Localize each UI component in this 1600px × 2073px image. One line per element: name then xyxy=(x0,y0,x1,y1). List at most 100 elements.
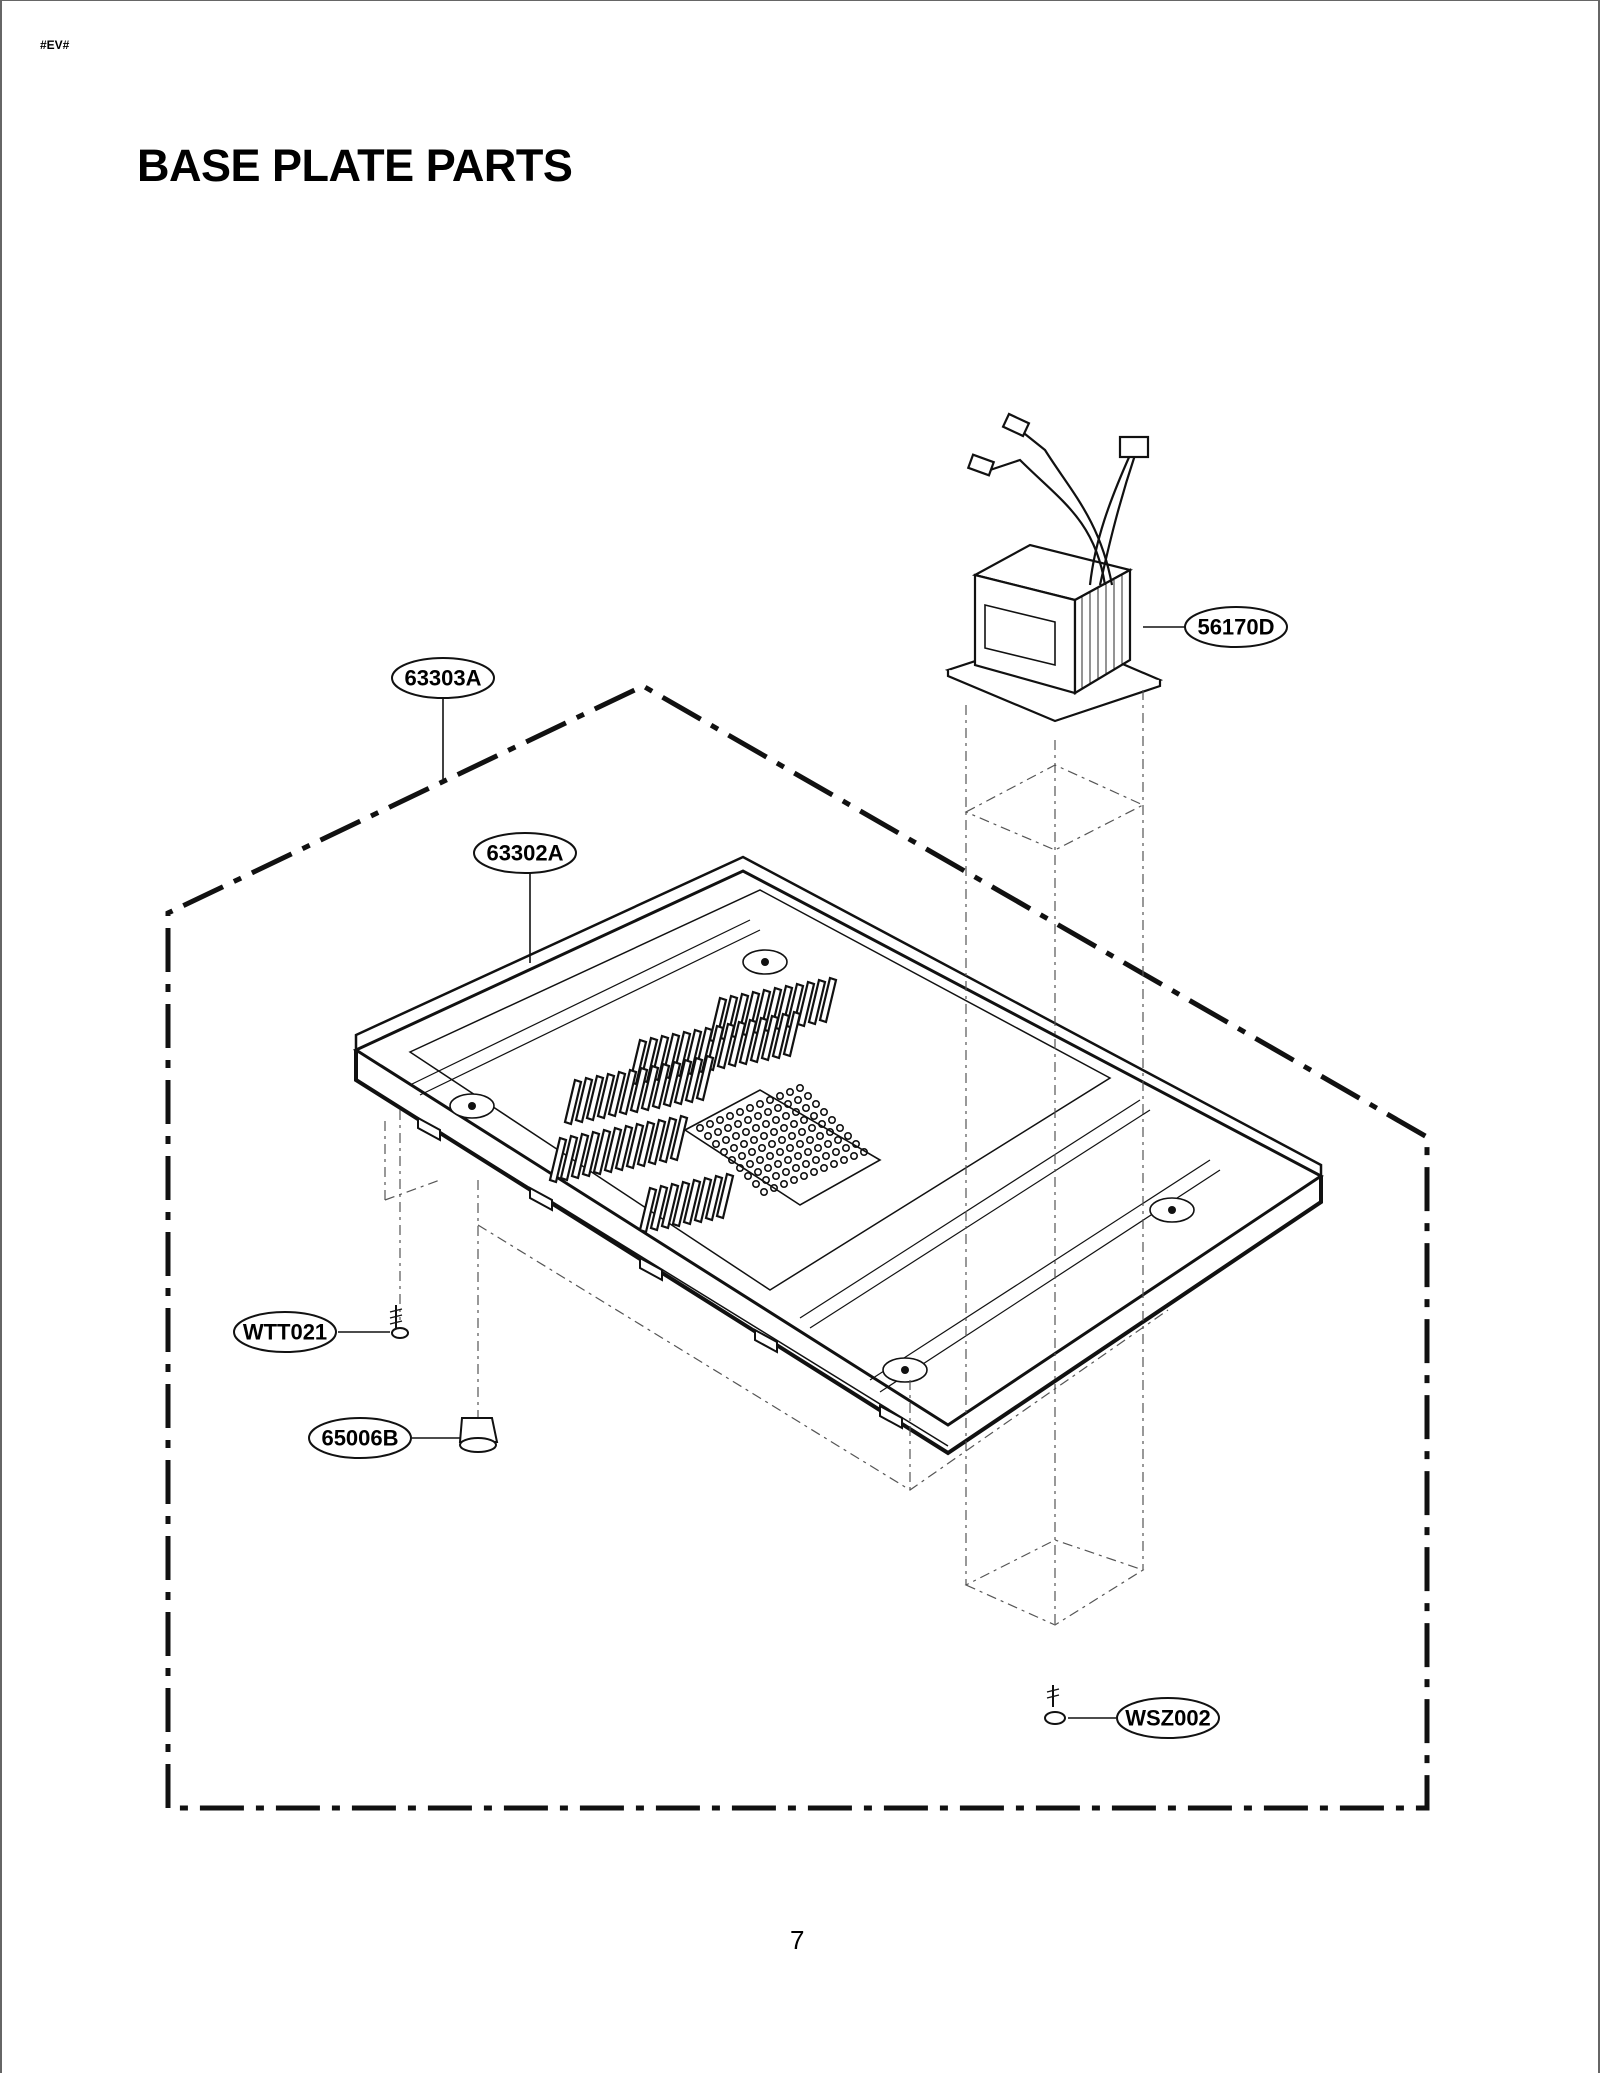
vent-slot xyxy=(693,1176,713,1224)
grille-hole xyxy=(735,1164,744,1173)
screw-wtt021 xyxy=(389,1305,409,1339)
vent-slot xyxy=(760,1014,780,1062)
grille-hole xyxy=(745,1104,754,1113)
grille-hole xyxy=(731,1132,740,1141)
grille-hole xyxy=(729,1144,738,1153)
grille-hole xyxy=(821,1152,830,1161)
grille-hole xyxy=(759,1132,768,1141)
vent-slot xyxy=(603,1126,623,1174)
grille-hole xyxy=(809,1168,818,1177)
grille-hole xyxy=(795,1140,804,1149)
grille-hole xyxy=(859,1148,868,1157)
callout-65006b: 65006B xyxy=(321,1426,398,1451)
grille-hole xyxy=(851,1140,860,1149)
vent-slot xyxy=(684,1056,704,1104)
grille-hole xyxy=(725,1112,734,1121)
grille-hole xyxy=(803,1148,812,1157)
grille-hole xyxy=(723,1124,732,1133)
grille-hole xyxy=(807,1124,816,1133)
grille-hole xyxy=(833,1136,842,1145)
grille-hole xyxy=(799,1116,808,1125)
page-border-right xyxy=(1598,0,1600,2073)
callout-63302a: 63302A xyxy=(486,841,563,866)
grille-hole xyxy=(785,1088,794,1097)
grille-hole xyxy=(775,1092,784,1101)
callout-wtt021: WTT021 xyxy=(243,1320,327,1345)
vent-slot xyxy=(658,1116,678,1164)
grille-hole xyxy=(721,1136,730,1145)
vent-slot xyxy=(625,1122,645,1170)
grille-hole xyxy=(755,1100,764,1109)
grille-hole xyxy=(819,1108,828,1117)
grille-hole xyxy=(775,1148,784,1157)
grille-hole xyxy=(781,1168,790,1177)
screw-wsz002 xyxy=(1044,1685,1066,1725)
vent-slot xyxy=(548,1136,568,1184)
grille-hole xyxy=(765,1152,774,1161)
vent-slot xyxy=(749,1016,769,1064)
page-number: 7 xyxy=(790,1925,805,1955)
grille-hole xyxy=(803,1092,812,1101)
grille-hole xyxy=(763,1108,772,1117)
grille-hole xyxy=(809,1112,818,1121)
grille-hole xyxy=(789,1120,798,1129)
grille-hole xyxy=(755,1156,764,1165)
grille-hole xyxy=(771,1172,780,1181)
callout-56170d: 56170D xyxy=(1197,615,1274,640)
page-border-left xyxy=(0,0,2,2073)
grille-hole xyxy=(779,1180,788,1189)
grille-hole xyxy=(795,1084,804,1093)
grille-hole xyxy=(743,1116,752,1125)
vent-slot xyxy=(660,1182,680,1230)
projection-guides xyxy=(384,690,1169,1626)
grille-hole xyxy=(811,1100,820,1109)
grille-hole xyxy=(753,1112,762,1121)
grille-hole xyxy=(823,1140,832,1149)
grille-hole xyxy=(765,1096,774,1105)
grille-hole xyxy=(781,1112,790,1121)
callout-63302a-oval xyxy=(473,832,577,874)
grille-hole xyxy=(769,1128,778,1137)
callout-65006b-oval xyxy=(308,1417,412,1459)
vent-slot xyxy=(581,1130,601,1178)
vent-slot xyxy=(669,1114,689,1162)
vent-slot xyxy=(738,1018,758,1066)
grille-hole xyxy=(741,1128,750,1137)
grille-hole xyxy=(763,1164,772,1173)
page-border-top xyxy=(0,0,1600,1)
vent-slot xyxy=(607,1070,627,1118)
grille-hole xyxy=(753,1168,762,1177)
grille-hole xyxy=(841,1144,850,1153)
vent-slot xyxy=(570,1132,590,1180)
grille-hole xyxy=(749,1136,758,1145)
vent-slot xyxy=(716,1022,736,1070)
grille-hole xyxy=(801,1104,810,1113)
grille-hole xyxy=(817,1120,826,1129)
grille-hole xyxy=(789,1176,798,1185)
grille-hole xyxy=(793,1152,802,1161)
callout-63303a-oval xyxy=(391,657,495,699)
leader-lines xyxy=(338,626,1185,1719)
grille-hole xyxy=(757,1144,766,1153)
vent-slot xyxy=(771,1012,791,1060)
callout-56170d-oval xyxy=(1184,606,1288,648)
grille-hole xyxy=(813,1144,822,1153)
vent-slot xyxy=(704,1174,724,1222)
grille-hole xyxy=(791,1164,800,1173)
grille-hole xyxy=(787,1132,796,1141)
document-tag: #EV# xyxy=(40,38,70,52)
callout-wtt021-oval xyxy=(233,1311,337,1353)
page-title: BASE PLATE PARTS xyxy=(137,140,573,191)
vent-slots xyxy=(548,976,838,1234)
grille-hole xyxy=(713,1128,722,1137)
vent-slot xyxy=(638,1186,658,1234)
vent-slot xyxy=(673,1058,693,1106)
vent-slot xyxy=(818,976,838,1024)
grille-hole xyxy=(827,1116,836,1125)
vent-slot xyxy=(559,1134,579,1182)
grille-hole xyxy=(825,1128,834,1137)
grille-hole xyxy=(751,1124,760,1133)
vent-slot xyxy=(682,1178,702,1226)
grille-hole xyxy=(779,1124,788,1133)
